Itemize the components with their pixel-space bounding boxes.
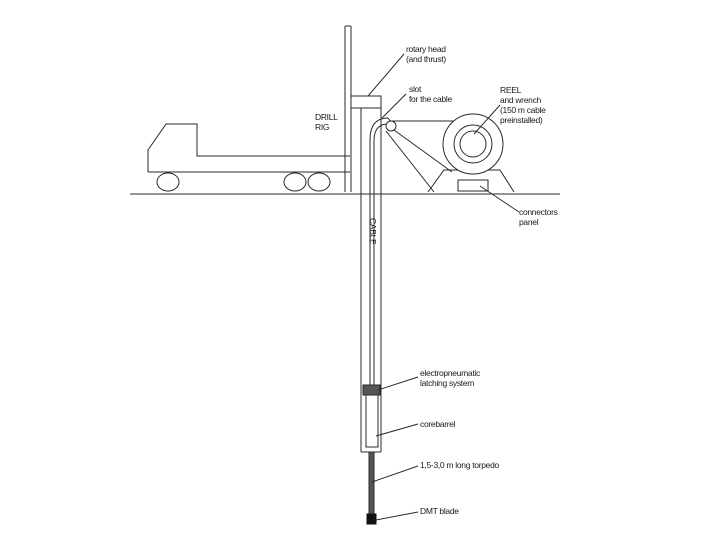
label-rotary-head: rotary head (and thrust) bbox=[406, 44, 448, 64]
reel-hub bbox=[459, 130, 487, 158]
leader-torpedo bbox=[371, 465, 419, 483]
label-corebarrel: corebarrel bbox=[420, 419, 456, 429]
cable-left bbox=[369, 117, 393, 392]
drill-mast bbox=[344, 25, 352, 192]
latching-system bbox=[362, 384, 381, 396]
cable-right bbox=[373, 123, 389, 392]
leader-latching-system bbox=[377, 376, 419, 391]
truck-front-wheel bbox=[156, 172, 180, 192]
dmt-blade bbox=[366, 513, 377, 525]
leader-corebarrel bbox=[375, 423, 419, 437]
leader-slot bbox=[381, 93, 407, 119]
truck-rear-wheel-1 bbox=[283, 172, 307, 192]
connectors-panel bbox=[457, 179, 489, 192]
label-dmt-blade: DMT blade bbox=[420, 506, 459, 516]
rotary-head bbox=[350, 95, 382, 109]
label-connectors-panel: connectors panel bbox=[519, 207, 560, 227]
frame-left-leg bbox=[385, 130, 435, 193]
leader-dmt-blade bbox=[375, 511, 419, 521]
label-drill-rig: DRILL RIG bbox=[315, 112, 339, 132]
labels: DRILL RIG rotary head (and thrust) slot … bbox=[315, 44, 560, 516]
label-cable: CABLE bbox=[368, 218, 378, 245]
drill-rods bbox=[360, 108, 382, 452]
leader-rotary-head bbox=[367, 53, 405, 97]
cable bbox=[369, 117, 393, 392]
label-reel: REEL and wrench (150 m cable preinstalle… bbox=[500, 85, 548, 125]
leader-reel bbox=[473, 104, 501, 135]
cable-pulley bbox=[385, 120, 397, 132]
drill-rig-truck bbox=[147, 123, 350, 192]
label-slot: slot for the cable bbox=[409, 84, 452, 104]
truck-cab bbox=[147, 123, 350, 172]
label-torpedo: 1,5-3,0 m long torpedo bbox=[420, 460, 500, 470]
reel-assembly bbox=[385, 113, 515, 193]
truck-rear-wheel-2 bbox=[307, 172, 331, 192]
torpedo bbox=[368, 451, 375, 515]
label-latching-system: electropneumatic latching system bbox=[420, 368, 482, 388]
leader-connectors-panel bbox=[479, 185, 520, 213]
corebarrel bbox=[365, 394, 379, 448]
leader-lines bbox=[367, 53, 520, 521]
cable-lower-run bbox=[393, 129, 453, 173]
